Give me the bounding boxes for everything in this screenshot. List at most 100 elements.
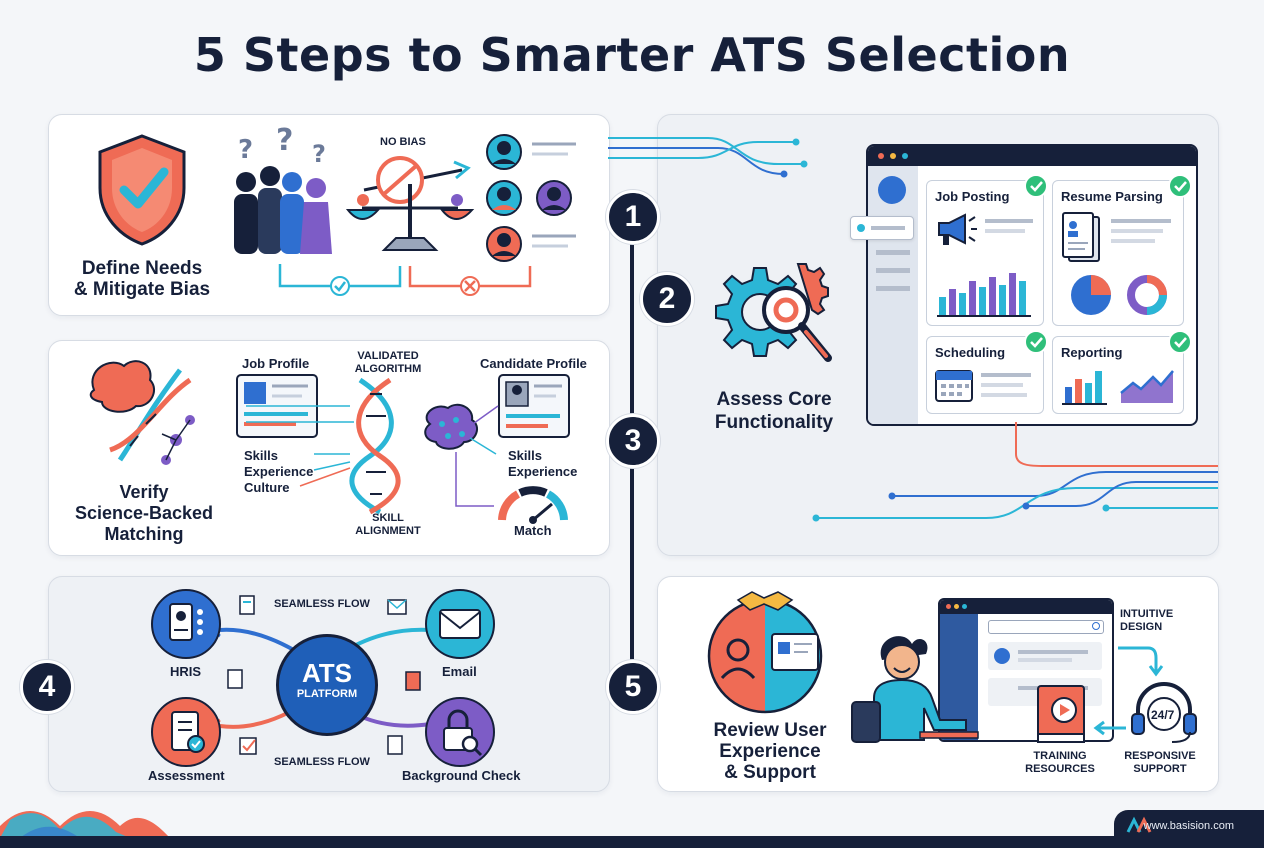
- tile-resume-parsing[interactable]: Resume Parsing: [1052, 180, 1184, 326]
- responsive-line2: SUPPORT: [1133, 763, 1187, 775]
- tile-title: Resume Parsing: [1061, 189, 1163, 204]
- tile-line: [1111, 239, 1155, 243]
- assessment-node-icon: [151, 697, 221, 767]
- tile-title: Job Posting: [935, 189, 1010, 204]
- tile-line: [981, 383, 1023, 387]
- window-dot-blue: [902, 153, 908, 159]
- person-at-desk-illustration: [851, 636, 979, 743]
- tile-scheduling[interactable]: Scheduling: [926, 336, 1044, 414]
- brain-dna-icon: [89, 360, 195, 465]
- check-badges: [1024, 174, 1192, 354]
- attr-experience-right: Experience: [508, 464, 578, 479]
- background-check-node-icon: [425, 697, 495, 767]
- row-line: [1018, 650, 1088, 654]
- step5-label: Review User Experience & Support: [682, 720, 858, 783]
- browser-titlebar: [940, 600, 1112, 614]
- seamless-flow-bottom: SEAMLESS FLOW: [274, 756, 370, 768]
- attr-experience-left: Experience: [244, 464, 314, 479]
- step3-label-line2: Science-Backed: [74, 503, 214, 523]
- bias-flow-lines: [278, 264, 532, 296]
- calendar-icon: [935, 370, 973, 402]
- user-avatar-icon: [878, 176, 906, 204]
- tile-line: [1111, 229, 1163, 233]
- people-group-icon: ? ? ?: [234, 123, 332, 254]
- validated-line1: VALIDATED: [357, 350, 419, 362]
- headset-support-icon: [1131, 682, 1197, 743]
- gear-search-icon: [715, 263, 832, 362]
- intuitive-line2: DESIGN: [1120, 621, 1163, 633]
- step2-label-line2: Functionality: [714, 412, 834, 433]
- svg-text:?: ?: [312, 140, 326, 168]
- attr-skills-right: Skills: [508, 448, 542, 463]
- step1-label-line1: Define Needs: [81, 258, 203, 279]
- responsive-line1: RESPONSIVE: [1124, 750, 1196, 762]
- browser-dot: [946, 604, 951, 609]
- circuit-lines-top: [608, 137, 808, 178]
- footer-bar: [0, 836, 1264, 848]
- validated-algorithm-label: VALIDATED ALGORITHM: [350, 350, 426, 376]
- left-attributes: Skills Experience Culture: [244, 448, 313, 496]
- search-icon: [1092, 622, 1100, 630]
- tile-job-posting[interactable]: Job Posting: [926, 180, 1044, 326]
- footer-url[interactable]: www.basision.com: [1143, 820, 1234, 832]
- report-bars-icon: [1062, 371, 1107, 405]
- background-check-label: Background Check: [402, 768, 521, 783]
- sidebar-line: [876, 286, 910, 291]
- candidate-profile-card: [498, 374, 570, 438]
- ats-platform-hub: ATS PLATFORM: [276, 634, 378, 736]
- pie-chart-icon: [1071, 275, 1111, 315]
- donut-chart-icon: [1127, 275, 1167, 315]
- toggle-dot: [857, 224, 865, 232]
- candidate-profile-title: Candidate Profile: [480, 356, 587, 371]
- support-badge: 24/7: [1151, 708, 1175, 722]
- browser-content-row: [988, 642, 1102, 670]
- candidate-avatars: [486, 134, 576, 262]
- right-attributes: Skills Experience: [508, 448, 577, 480]
- hris-label: HRIS: [170, 664, 202, 679]
- intuitive-line1: INTUITIVE: [1120, 608, 1174, 620]
- row-avatar-icon: [994, 648, 1010, 664]
- email-label: Email: [442, 664, 477, 679]
- megaphone-icon: [938, 213, 977, 245]
- step5-label-line3: & Support: [724, 762, 816, 783]
- resume-doc-icon: [1062, 212, 1100, 262]
- match-gauge-icon: [498, 486, 568, 524]
- browser-search-bar[interactable]: [988, 620, 1104, 634]
- tile-reporting[interactable]: Reporting: [1052, 336, 1184, 414]
- browser-dot: [954, 604, 959, 609]
- job-profile-title: Job Profile: [242, 356, 310, 371]
- sidebar-toggle[interactable]: [850, 216, 914, 240]
- window-titlebar: [868, 146, 1196, 166]
- training-book-icon: [1037, 685, 1085, 743]
- circuit-lines-bottom: [812, 422, 1218, 522]
- tile-title: Reporting: [1061, 345, 1123, 360]
- tile-line: [981, 393, 1027, 397]
- step1-label: Define Needs & Mitigate Bias: [64, 258, 220, 300]
- tile-line: [981, 373, 1031, 377]
- ats-platform-line1: ATS: [301, 658, 353, 688]
- step3-label-line1: Verify: [119, 482, 169, 502]
- skill-alignment-label: SKILL ALIGNMENT: [348, 512, 428, 538]
- sidebar-line: [876, 268, 910, 273]
- browser-dot: [962, 604, 967, 609]
- doc-icons: [227, 595, 421, 755]
- step1-label-line2: & Mitigate Bias: [73, 279, 211, 300]
- row-line: [1018, 658, 1072, 662]
- email-node-icon: [425, 589, 495, 659]
- training-resources-label: TRAINING RESOURCES: [1016, 750, 1104, 776]
- sidebar-line: [876, 250, 910, 255]
- skill-line2: ALIGNMENT: [355, 525, 421, 537]
- brand-logo-icon: [1126, 816, 1152, 833]
- attr-skills-left: Skills: [244, 448, 278, 463]
- flow-arrows: [1093, 646, 1164, 736]
- step3-label: Verify Science-Backed Matching: [56, 482, 232, 545]
- step3-label-line3: Matching: [104, 524, 184, 544]
- page-title: 5 Steps to Smarter ATS Selection: [193, 28, 1071, 82]
- ats-platform-line2: PLATFORM: [296, 688, 358, 700]
- step-badge-2: 2: [640, 272, 694, 326]
- svg-text:?: ?: [276, 123, 293, 158]
- support-circle-icon: [707, 591, 823, 714]
- tile-line: [985, 219, 1033, 223]
- window-sidebar: [868, 166, 918, 424]
- step-badge-3: 3: [606, 414, 660, 468]
